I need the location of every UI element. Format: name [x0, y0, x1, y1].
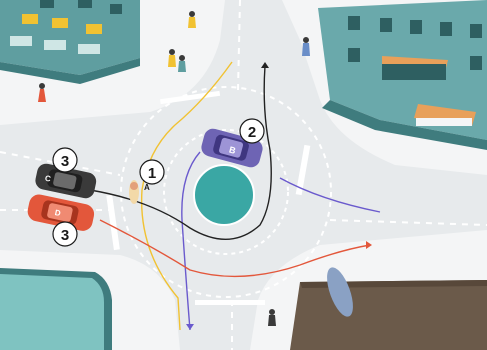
block-bottom-right: [290, 280, 487, 350]
cyclist-a-label: A: [144, 183, 150, 192]
marker-1: 1: [140, 160, 164, 184]
marker-3-upper-text: 3: [61, 153, 69, 170]
building-top-left: [0, 0, 140, 84]
marker-2-text: 2: [248, 124, 256, 141]
marker-3-lower: 3: [53, 222, 77, 246]
marker-1-text: 1: [148, 165, 156, 182]
marker-2: 2: [240, 119, 264, 143]
marker-3-lower-text: 3: [61, 227, 69, 244]
marker-3-upper: 3: [53, 148, 77, 172]
block-bottom-left: [0, 268, 112, 350]
